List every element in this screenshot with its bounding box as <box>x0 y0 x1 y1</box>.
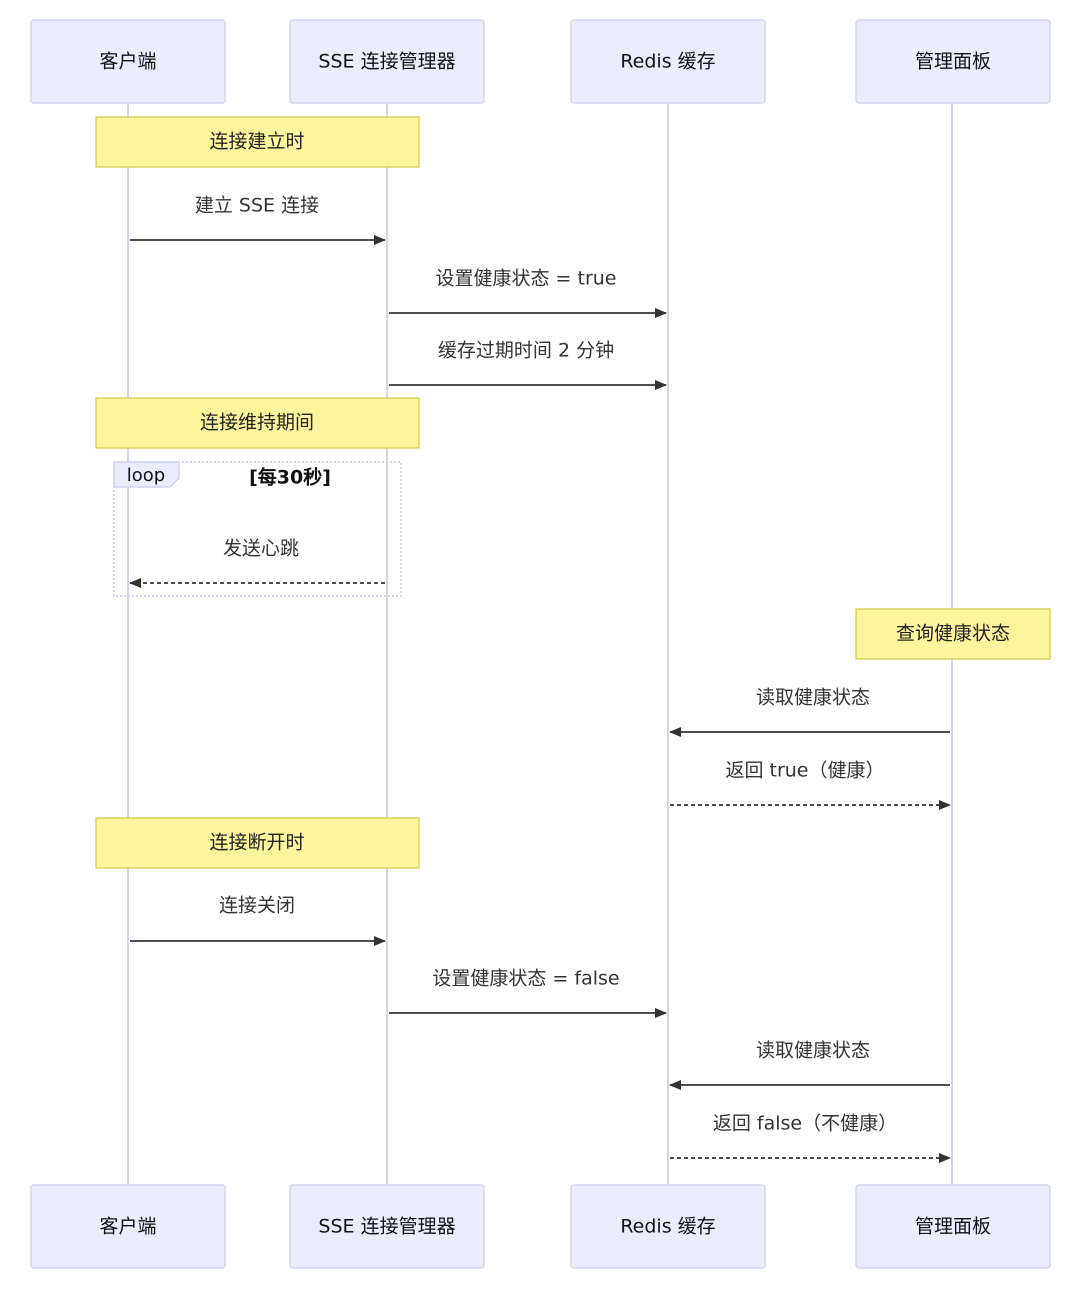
actor-redis-label: Redis 缓存 <box>620 1216 715 1238</box>
svg-text:连接建立时: 连接建立时 <box>209 131 304 153</box>
actor-sse-bottom: SSE 连接管理器 <box>289 1184 485 1269</box>
actor-admin-label: 管理面板 <box>915 51 991 73</box>
loop-tab <box>113 461 180 488</box>
actor-redis-label: Redis 缓存 <box>620 51 715 73</box>
message-read-1-label: 读取健康状态 <box>756 687 870 709</box>
loop-condition: [每30秒] <box>249 466 331 489</box>
actor-sse-top: SSE 连接管理器 <box>289 19 485 104</box>
note-connect: 连接建立时 <box>95 116 420 168</box>
note-maintain: 连接维持期间 <box>95 397 420 449</box>
loop-frame: loop [每30秒] <box>113 461 402 597</box>
actor-client-bottom: 客户端 <box>30 1184 226 1269</box>
actor-sse-label: SSE 连接管理器 <box>318 51 455 73</box>
message-set-true-label: 设置健康状态 = true <box>436 268 617 290</box>
message-read-2-label: 读取健康状态 <box>756 1040 870 1062</box>
message-establish-label: 建立 SSE 连接 <box>195 195 319 217</box>
loop-label: loop <box>127 465 165 486</box>
actor-redis-bottom: Redis 缓存 <box>570 1184 766 1269</box>
actor-client-top: 客户端 <box>30 19 226 104</box>
actor-client-label: 客户端 <box>99 1216 156 1238</box>
actor-admin-top: 管理面板 <box>855 19 1051 104</box>
actor-admin-label: 管理面板 <box>915 1216 991 1238</box>
actor-client-label: 客户端 <box>99 51 156 73</box>
message-ttl-label: 缓存过期时间 2 分钟 <box>438 340 614 362</box>
actor-sse-label: SSE 连接管理器 <box>318 1216 455 1238</box>
message-close-label: 连接关闭 <box>219 895 295 917</box>
message-return-false-label: 返回 false（不健康） <box>713 1113 897 1135</box>
note-disconnect: 连接断开时 <box>95 817 420 869</box>
message-heartbeat-label: 发送心跳 <box>223 538 299 560</box>
svg-text:连接维持期间: 连接维持期间 <box>200 412 314 434</box>
note-query: 查询健康状态 <box>855 608 1051 660</box>
svg-text:查询健康状态: 查询健康状态 <box>896 623 1010 645</box>
message-set-false-label: 设置健康状态 = false <box>432 968 619 990</box>
actor-admin-bottom: 管理面板 <box>855 1184 1051 1269</box>
message-return-true-label: 返回 true（健康） <box>725 760 884 782</box>
actor-redis-top: Redis 缓存 <box>570 19 766 104</box>
svg-text:连接断开时: 连接断开时 <box>209 832 304 854</box>
